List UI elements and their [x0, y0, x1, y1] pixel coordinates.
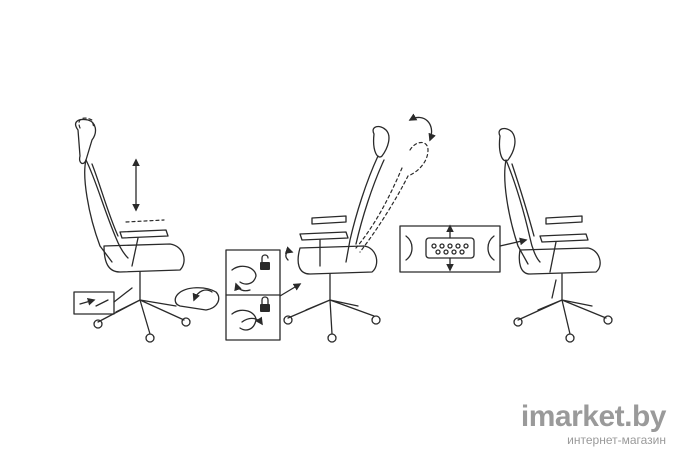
- backrest: [85, 159, 129, 259]
- seat: [297, 245, 378, 275]
- watermark: imarket.by интернет-магазин: [520, 400, 667, 447]
- watermark-tagline: интернет-магазин: [567, 433, 666, 447]
- chair-lumbar-adjust: [399, 127, 613, 343]
- headrest: [74, 118, 97, 165]
- lock-closed-icon: [260, 296, 270, 312]
- lever-callout: [73, 291, 115, 315]
- rotate-arrow-icon: [408, 113, 436, 142]
- armrest: [119, 229, 169, 239]
- base: [97, 299, 185, 335]
- armrest: [299, 231, 349, 241]
- headrest: [498, 127, 516, 162]
- armrest: [539, 233, 589, 243]
- seat: [103, 243, 185, 273]
- base: [517, 299, 607, 335]
- lever-icon: [551, 279, 557, 299]
- lever-icon: [174, 287, 220, 311]
- chair-height-adjust: [73, 117, 220, 343]
- base: [287, 299, 375, 335]
- arrow-icon: [79, 297, 96, 306]
- lock-open-icon: [260, 254, 270, 270]
- lumbar-callout: [399, 224, 528, 273]
- watermark-brand: imarket.by: [520, 400, 667, 433]
- headrest: [372, 125, 390, 158]
- headrest-raised: [78, 117, 95, 129]
- arrow-icon: [499, 237, 528, 247]
- backrest-reclined: [359, 141, 429, 253]
- chair-tilt-lock: [225, 113, 436, 343]
- lumbar-dots: [431, 243, 469, 255]
- backrest: [505, 159, 541, 263]
- seat: [518, 247, 601, 275]
- lock-callout: [225, 249, 302, 341]
- backrest: [345, 155, 379, 263]
